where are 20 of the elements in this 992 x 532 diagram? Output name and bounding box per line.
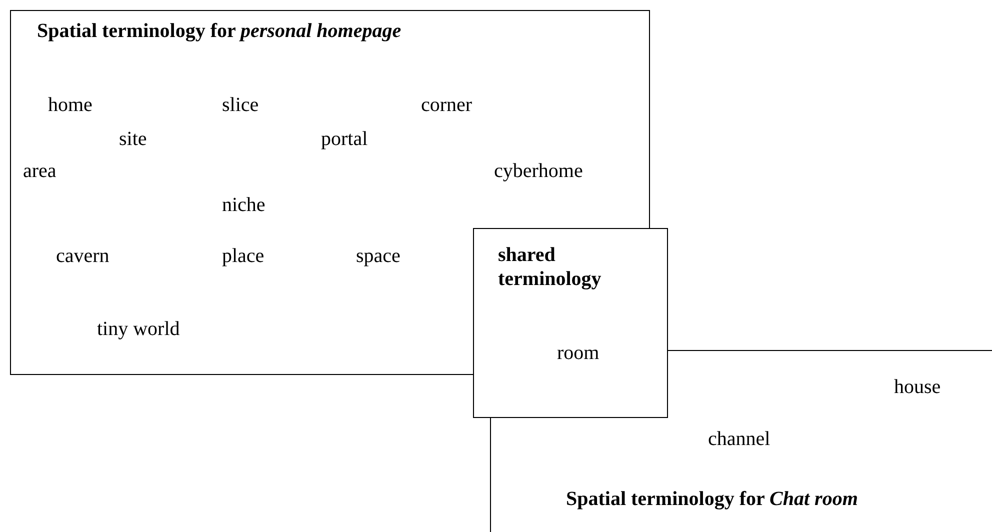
term-word: niche [222, 193, 266, 217]
term-word: tiny world [97, 317, 180, 341]
term-word: space [356, 244, 400, 268]
term-word: house [894, 375, 941, 399]
term-word: cavern [56, 244, 110, 268]
term-word: cyberhome [494, 159, 583, 183]
panel-heading: Spatial terminology for Chat room [566, 487, 858, 511]
terminology-panel [490, 350, 992, 532]
term-word: corner [421, 93, 472, 117]
term-word: home [48, 93, 92, 117]
term-word: area [23, 159, 56, 183]
term-word: site [119, 127, 147, 151]
term-word: portal [321, 127, 368, 151]
term-word: room [557, 341, 600, 365]
term-word: place [222, 244, 264, 268]
term-word: channel [708, 427, 770, 451]
overlap-panel [473, 228, 668, 418]
panel-heading: Spatial terminology for personal homepage [37, 19, 402, 43]
panel-heading: shared terminology [498, 243, 602, 291]
term-word: slice [222, 93, 259, 117]
